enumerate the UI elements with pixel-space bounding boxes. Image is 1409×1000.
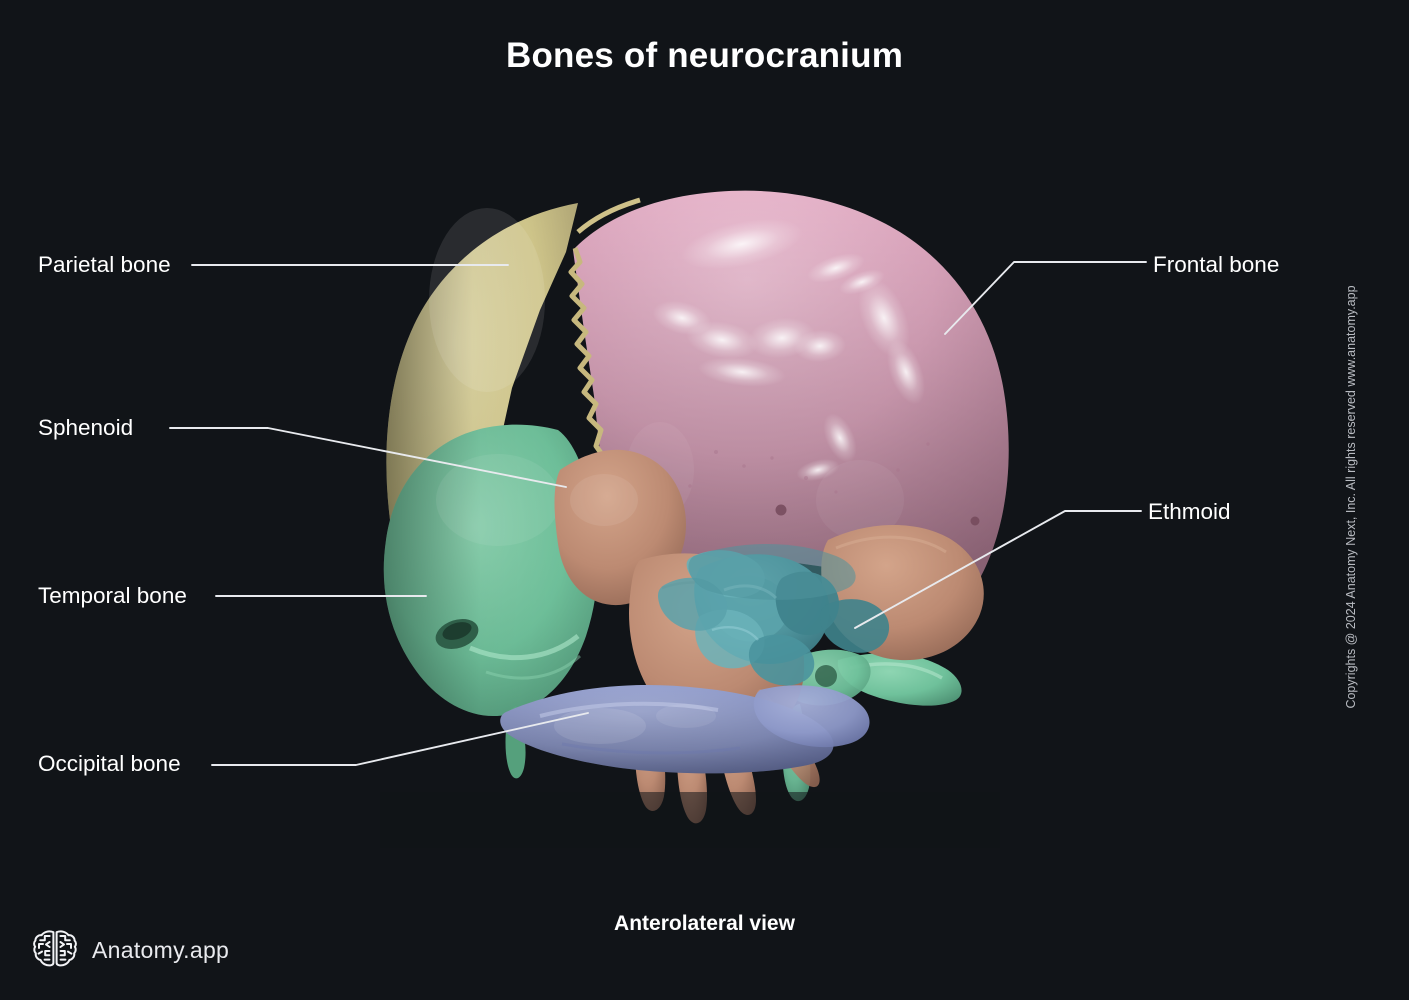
label-frontal-bone: Frontal bone bbox=[1153, 252, 1280, 277]
bone-ethmoid bbox=[658, 544, 890, 686]
bone-occipital bbox=[500, 685, 870, 774]
logo-wordmark: Anatomy.app bbox=[92, 936, 230, 963]
bone-temporal bbox=[383, 424, 962, 802]
label-parietal-bone: Parietal bone bbox=[38, 252, 171, 277]
page-title: Bones of neurocranium bbox=[505, 36, 904, 75]
view-caption: Anterolateral view bbox=[614, 912, 795, 935]
label-occipital-bone: Occipital bone bbox=[38, 751, 181, 776]
label-temporal-bone: Temporal bone bbox=[38, 583, 187, 608]
label-sphenoid: Sphenoid bbox=[38, 415, 134, 440]
brain-icon bbox=[33, 930, 77, 967]
label-ethmoid: Ethmoid bbox=[1148, 499, 1231, 524]
anatomy-app-logo[interactable]: Anatomy.app bbox=[32, 927, 229, 973]
copyright-notice: Copyrights @ 2024 Anatomy Next, Inc. All… bbox=[1344, 285, 1358, 709]
